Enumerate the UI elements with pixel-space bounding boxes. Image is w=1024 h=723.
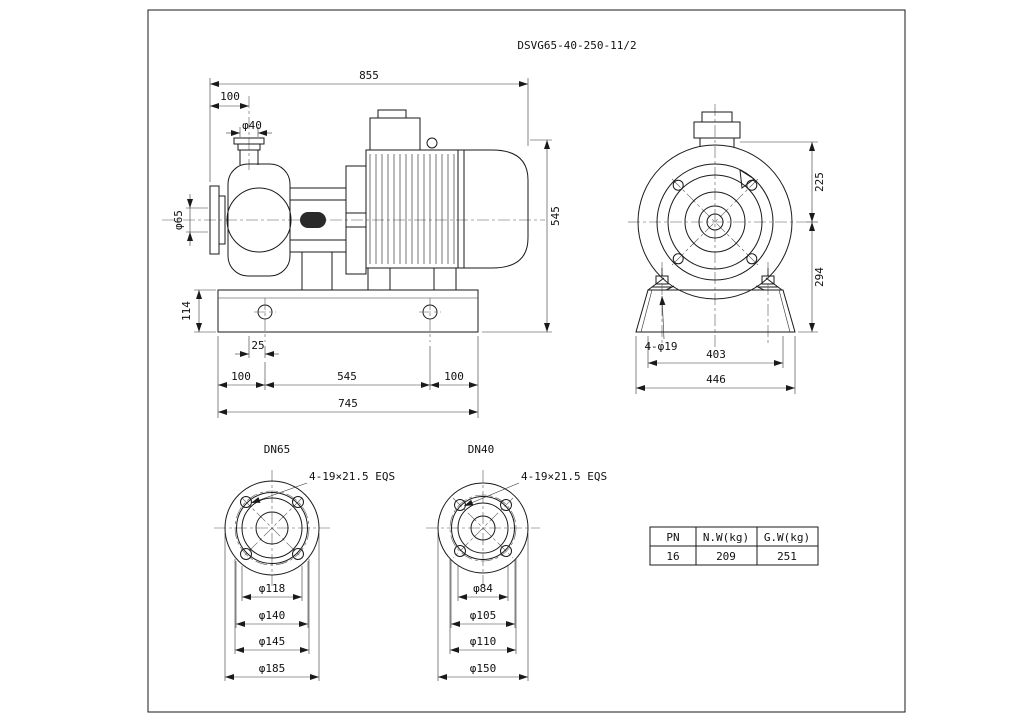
rotation-arrow-marker [739, 169, 755, 189]
dim-text-phi110: φ110 [470, 635, 497, 648]
label-4-phi19: 4-φ19 [644, 340, 677, 353]
dim-foot-span-end: 403 [647, 336, 784, 368]
end-view-baseplate [635, 289, 796, 333]
dim-text-phi105: φ105 [470, 609, 497, 622]
dim-text-745: 745 [338, 397, 358, 410]
side-view-pump [209, 137, 366, 291]
dim-dn65-phi140: φ140 [235, 561, 309, 628]
spec-table: PN N.W(kg) G.W(kg) 16 209 251 [649, 526, 819, 566]
dim-text-100-top: 100 [220, 90, 240, 103]
dim-text-225: 225 [813, 172, 826, 192]
dim-overall-height: 545 [482, 139, 562, 333]
dim-text-855: 855 [359, 69, 379, 82]
dim-text-403: 403 [706, 348, 726, 361]
side-view: 855 100 φ40 φ65 545 [162, 69, 562, 418]
dim-text-100-left: 100 [231, 370, 251, 383]
label-dn65: DN65 [264, 443, 291, 456]
dim-text-446: 446 [706, 373, 726, 386]
anchor-holes-callout: 4-φ19 [644, 295, 678, 353]
dim-text-phi150: φ150 [470, 662, 497, 675]
flange-view-dn40: DN40 4-19×21.5 EQS φ84 φ105 [426, 443, 607, 681]
dim-text-100-right: 100 [444, 370, 464, 383]
dim-text-phi185: φ185 [259, 662, 286, 675]
terminal-box [369, 117, 421, 151]
dim-text-phi118: φ118 [259, 582, 286, 595]
table-header-pn: PN [666, 531, 679, 544]
lifting-eyebolt [426, 137, 438, 149]
dim-text-phi84: φ84 [473, 582, 493, 595]
table-header-gw: G.W(kg) [764, 531, 810, 544]
dim-text-114: 114 [180, 301, 193, 321]
dim-text-294: 294 [813, 267, 826, 287]
dim-text-phi140: φ140 [259, 609, 286, 622]
dim-base-length: 745 [218, 397, 478, 415]
label-dn40: DN40 [468, 443, 495, 456]
side-view-motor [345, 109, 529, 291]
dim-dn65-phi185: φ185 [224, 533, 320, 681]
dim-discharge-diameter: φ40 [226, 119, 272, 137]
note-dn40-holes: 4-19×21.5 EQS [521, 470, 607, 483]
dim-text-25: 25 [251, 339, 264, 352]
end-view: 225 294 4-φ19 403 446 [628, 104, 826, 394]
dim-dn40-phi105: φ105 [450, 560, 516, 628]
dim-center-to-top: 225 [740, 141, 826, 223]
dim-discharge-offset: 100 [210, 90, 249, 109]
dim-dn40-phi84: φ84 [457, 566, 509, 601]
table-value-nw: 209 [716, 550, 736, 563]
sheet-border [147, 9, 906, 713]
dim-dn65-phi118: φ118 [241, 566, 303, 601]
dim-center-to-base: 294 [798, 222, 826, 333]
flange-view-dn65: DN65 4-19×21.5 EQS φ118 φ140 [214, 443, 395, 681]
brand-logo [300, 212, 326, 228]
dim-text-phi65: φ65 [172, 210, 185, 230]
dim-base-width-end: 446 [635, 336, 796, 394]
dim-text-545-height: 545 [549, 206, 562, 226]
dim-text-phi145: φ145 [259, 635, 286, 648]
note-dn65-holes: 4-19×21.5 EQS [309, 470, 395, 483]
dim-dn40-phi150: φ150 [437, 533, 529, 681]
end-view-casing [637, 111, 793, 300]
table-value-pn: 16 [666, 550, 679, 563]
dim-dn65-phi145: φ145 [234, 559, 310, 654]
dim-dn40-phi110: φ110 [449, 558, 517, 654]
dim-base-height: 114 [180, 289, 216, 333]
dim-text-545-span: 545 [337, 370, 357, 383]
drawing-title: DSVG65-40-250-11/2 [517, 39, 636, 52]
table-header-nw: N.W(kg) [703, 531, 749, 544]
dim-foot-row: 100 545 100 [217, 336, 479, 418]
dim-text-phi40: φ40 [242, 119, 262, 132]
side-view-baseplate [217, 289, 479, 342]
dim-hole-offset: 25 [235, 336, 279, 358]
dim-overall-length: 855 [209, 69, 529, 182]
dim-suction-diameter: φ65 [172, 194, 208, 246]
table-value-gw: 251 [777, 550, 797, 563]
